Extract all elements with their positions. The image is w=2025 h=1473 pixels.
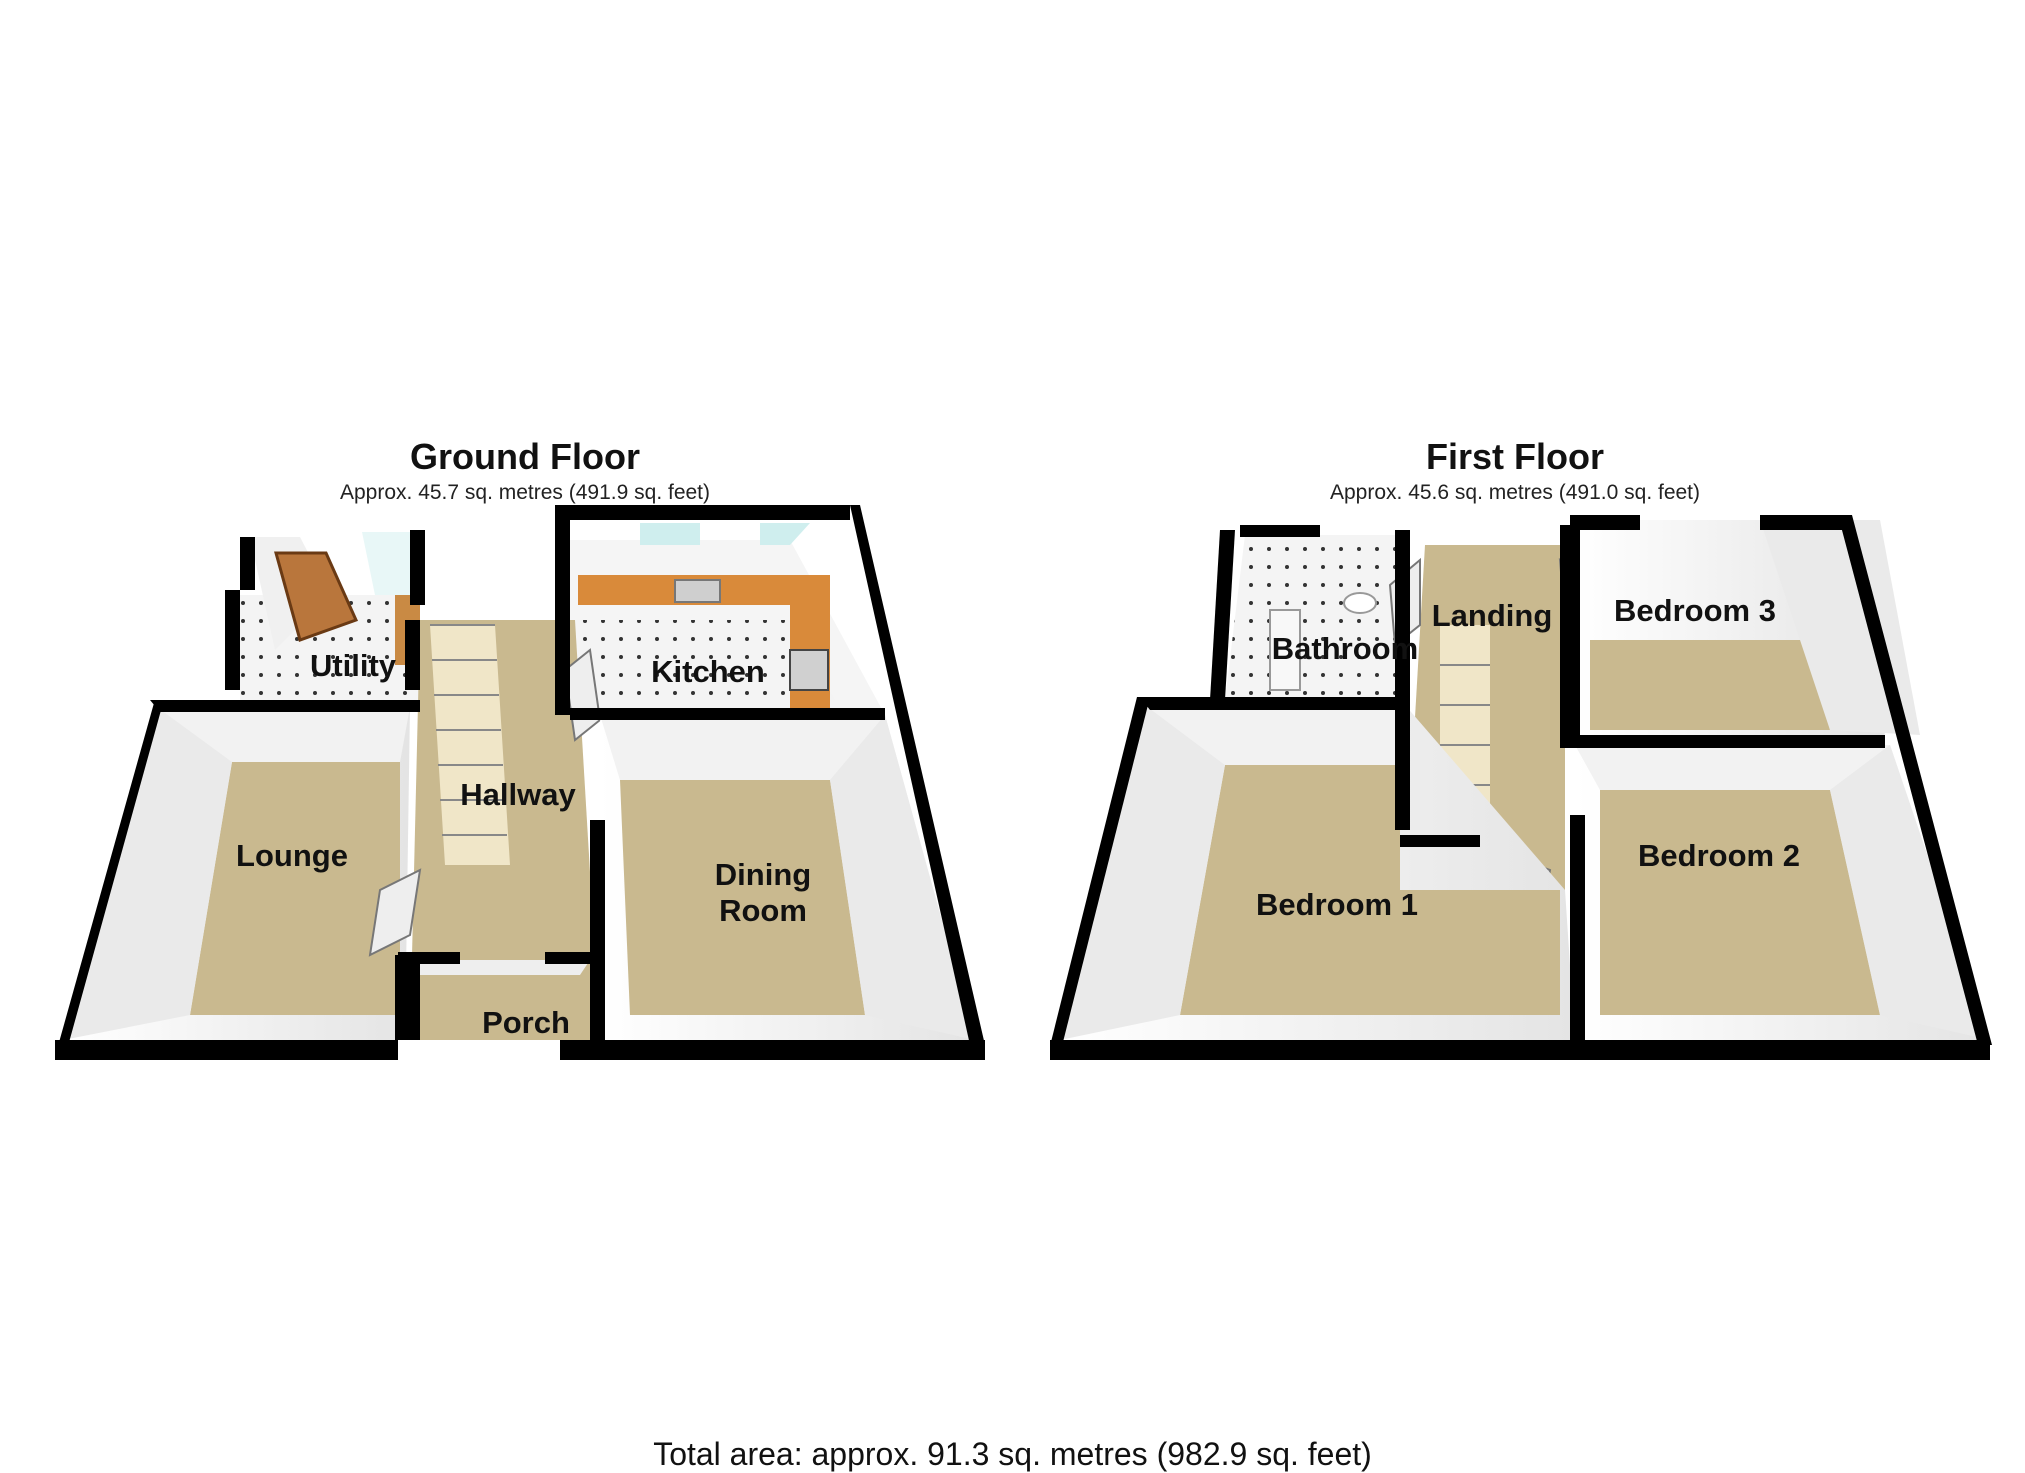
dining-room xyxy=(600,715,975,1040)
bathroom-label: Bathroom xyxy=(1272,631,1418,666)
ground-floor-walls xyxy=(55,505,985,1060)
lounge-label: Lounge xyxy=(236,838,348,873)
bedroom-1-label: Bedroom 1 xyxy=(1256,887,1418,922)
bedroom-2-room xyxy=(1575,745,1990,1040)
landing-label: Landing xyxy=(1432,598,1553,633)
kitchen-room xyxy=(570,523,885,715)
utility-label: Utility xyxy=(310,648,397,683)
bedroom-3-room xyxy=(1575,520,1920,745)
first-floor-walls xyxy=(1050,515,1992,1060)
bedroom-3-label: Bedroom 3 xyxy=(1614,593,1776,628)
porch-label: Porch xyxy=(482,1005,570,1040)
ground-floor-title: Ground Floor xyxy=(410,436,640,477)
ground-floor-area: Approx. 45.7 sq. metres (491.9 sq. feet) xyxy=(339,481,711,504)
ground-floor-plan xyxy=(55,505,985,1060)
bedroom-1-room xyxy=(1060,705,1575,1040)
bathroom-room xyxy=(1225,535,1405,700)
first-floor-title: First Floor xyxy=(1426,436,1604,477)
lounge-room xyxy=(58,703,410,1046)
dining-room-label-line1: Dining xyxy=(715,857,811,892)
first-floor-area: Approx. 45.6 sq. metres (491.0 sq. feet) xyxy=(1329,481,1701,504)
bedroom-2-label: Bedroom 2 xyxy=(1638,838,1800,873)
utility-room xyxy=(240,532,420,700)
hallway-label: Hallway xyxy=(460,777,576,812)
first-floor-plan xyxy=(1050,515,1992,1060)
dining-room-label-line2: Room xyxy=(719,893,807,928)
kitchen-label: Kitchen xyxy=(651,654,765,689)
total-area: Total area: approx. 91.3 sq. metres (982… xyxy=(653,1436,1372,1472)
hallway-room xyxy=(368,620,602,1040)
